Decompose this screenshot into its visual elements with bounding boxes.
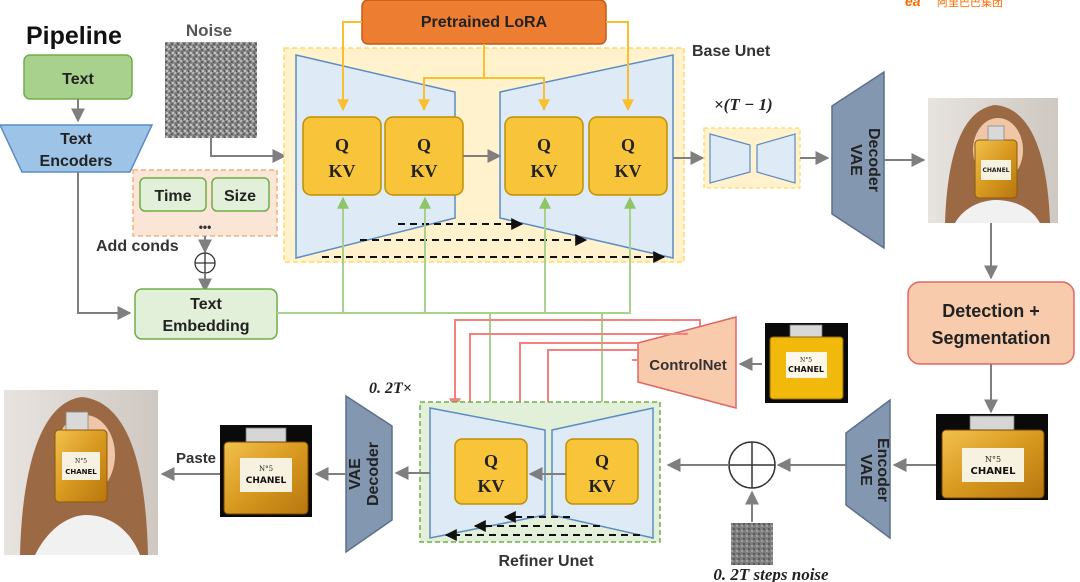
noise-add-operator-icon (728, 441, 776, 489)
alibaba-logo-mark: ea (905, 0, 921, 9)
size-cond (211, 177, 270, 212)
portrait-bottle-brand: CHANEL (982, 167, 1009, 174)
lora-arrows (337, 21, 634, 112)
base-qkv-1-kv: KV (329, 161, 356, 181)
detection-label-1: Detection + (942, 301, 1040, 321)
seg-bottle-brand: CHANEL (970, 466, 1016, 477)
text-embedding-label-1: Text (190, 296, 222, 313)
vae-decoder-top (831, 70, 885, 250)
arrow-noise-to-unet (210, 138, 287, 163)
refiner-qkv-1-q: Q (484, 451, 498, 471)
reference-bottle-image: N°5 CHANEL (765, 323, 848, 403)
segmented-bottle-image: N°5 CHANEL (936, 414, 1048, 500)
size-cond-label: Size (224, 188, 256, 205)
add-operator-icon (194, 252, 216, 274)
seg-bottle-number: N°5 (985, 455, 1001, 464)
base-qkv-2-q: Q (417, 135, 431, 155)
refined-bottle-image: N°5 CHANEL (220, 425, 312, 517)
text-input-label: Text (62, 71, 94, 88)
ref-bottle-number: N°5 (800, 357, 812, 364)
base-qkv-3-kv: KV (531, 161, 558, 181)
refiner-qkv-block-1: Q KV (454, 438, 528, 505)
base-qkv-1-q: Q (335, 135, 349, 155)
base-qkv-block-3: Q KV (504, 116, 584, 196)
base-qkv-2-kv: KV (411, 161, 438, 181)
base-qkv-block-1: Q KV (302, 116, 382, 196)
controlnet-block (637, 316, 737, 409)
base-qkv-block-2: Q KV (384, 116, 464, 196)
refiner-unet-label: Refiner Unet (498, 553, 594, 570)
base-qkv-4-kv: KV (615, 161, 642, 181)
loop-multiplier-label: ×(T − 1) (714, 95, 773, 114)
page-title: Pipeline (26, 22, 122, 50)
time-cond-label: Time (154, 188, 191, 205)
mini-unet-decoder (756, 133, 796, 184)
final-bottle-number: N°5 (75, 458, 87, 465)
base-unet-label: Base Unet (692, 43, 771, 60)
alibaba-logo: ea 阿里巴巴集团 (905, 0, 1003, 9)
refiner-qkv-2-kv: KV (589, 476, 616, 496)
text-encoders-block (0, 124, 154, 173)
cond-ellipsis: ••• (199, 220, 212, 234)
refiner-multiplier-label: 0. 2T× (369, 380, 412, 397)
vae-encoder-label-2: Encoder (874, 438, 891, 502)
final-bottle-brand: CHANEL (65, 468, 97, 476)
refiner-qkv-block-2: Q KV (565, 438, 639, 505)
base-qkv-4-q: Q (621, 135, 635, 155)
detection-label-2: Segmentation (931, 328, 1050, 348)
vae-decoder-bottom (345, 394, 393, 554)
text-embedding-label-2: Embedding (162, 318, 249, 335)
add-conds-label: Add conds (96, 238, 179, 255)
ref-bottle-brand: CHANEL (788, 365, 824, 374)
vae-decoder-bottom-label-1: VAE (347, 458, 364, 490)
detection-segmentation-box (907, 281, 1075, 365)
refiner-noise-image (731, 523, 773, 565)
vae-decoder-top-label-1: VAE (847, 144, 864, 176)
pretrained-lora-label: Pretrained LoRA (421, 14, 548, 31)
refiner-qkv-2-q: Q (595, 451, 609, 471)
text-encoders-label-2: Encoders (40, 153, 113, 170)
refined-bottle-brand: CHANEL (246, 476, 287, 486)
vae-decoder-bottom-label-2: Decoder (365, 442, 382, 506)
base-qkv-3-q: Q (537, 135, 551, 155)
base-qkv-block-4: Q KV (588, 116, 668, 196)
steps-noise-label: 0. 2T steps noise (713, 565, 829, 582)
controlnet-label: ControlNet (649, 357, 727, 374)
refiner-qkv-1-kv: KV (478, 476, 505, 496)
paste-label: Paste (176, 450, 216, 467)
generated-portrait-image: CHANEL (928, 98, 1058, 223)
noise-label: Noise (186, 21, 232, 40)
final-portrait-image: N°5 CHANEL (4, 390, 158, 555)
noise-image (165, 42, 257, 138)
refined-bottle-number: N°5 (259, 465, 273, 473)
vae-encoder (845, 398, 891, 540)
vae-decoder-top-label-2: Decoder (865, 128, 882, 192)
mini-unet-encoder (709, 133, 751, 184)
alibaba-logo-text: 阿里巴巴集团 (937, 0, 1003, 9)
vae-encoder-label-1: VAE (857, 454, 874, 486)
time-cond (139, 177, 207, 212)
base-skip-connections (322, 218, 666, 263)
refiner-skip-connections (444, 511, 640, 541)
arrow-encoders-to-embedding (77, 172, 132, 320)
text-encoders-label-1: Text (60, 131, 92, 148)
